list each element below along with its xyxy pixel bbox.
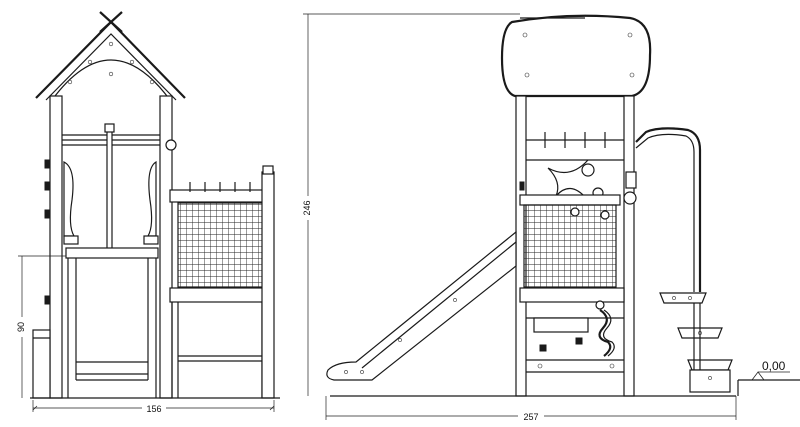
front-posts — [49, 95, 177, 399]
dim-front-height: 90 — [14, 255, 66, 398]
front-step — [32, 329, 51, 399]
side-slide — [326, 230, 517, 381]
side-panel-lower — [526, 300, 624, 373]
label-side-width: 257 — [523, 412, 538, 422]
front-roof — [35, 11, 186, 101]
ground-level-marker: 0,00 — [751, 359, 790, 381]
side-net — [519, 194, 625, 303]
dim-front-width: 156 — [32, 400, 275, 414]
side-panel-upper — [519, 132, 637, 205]
side-handrail — [635, 127, 702, 292]
label-side-height: 246 — [302, 200, 312, 215]
label-front-height: 90 — [16, 322, 26, 332]
front-view: 156 90 — [14, 11, 280, 414]
front-net-tower — [169, 165, 275, 399]
front-side-panels — [44, 159, 159, 305]
label-front-width: 156 — [146, 404, 161, 414]
dim-side-width: 257 — [325, 396, 737, 422]
side-steps — [659, 292, 733, 393]
front-slide — [65, 247, 159, 398]
dim-side-height: 246 — [299, 13, 520, 396]
side-view: 246 257 0,00 — [299, 13, 800, 422]
side-roof — [500, 14, 652, 98]
label-ground-level: 0,00 — [762, 359, 786, 373]
